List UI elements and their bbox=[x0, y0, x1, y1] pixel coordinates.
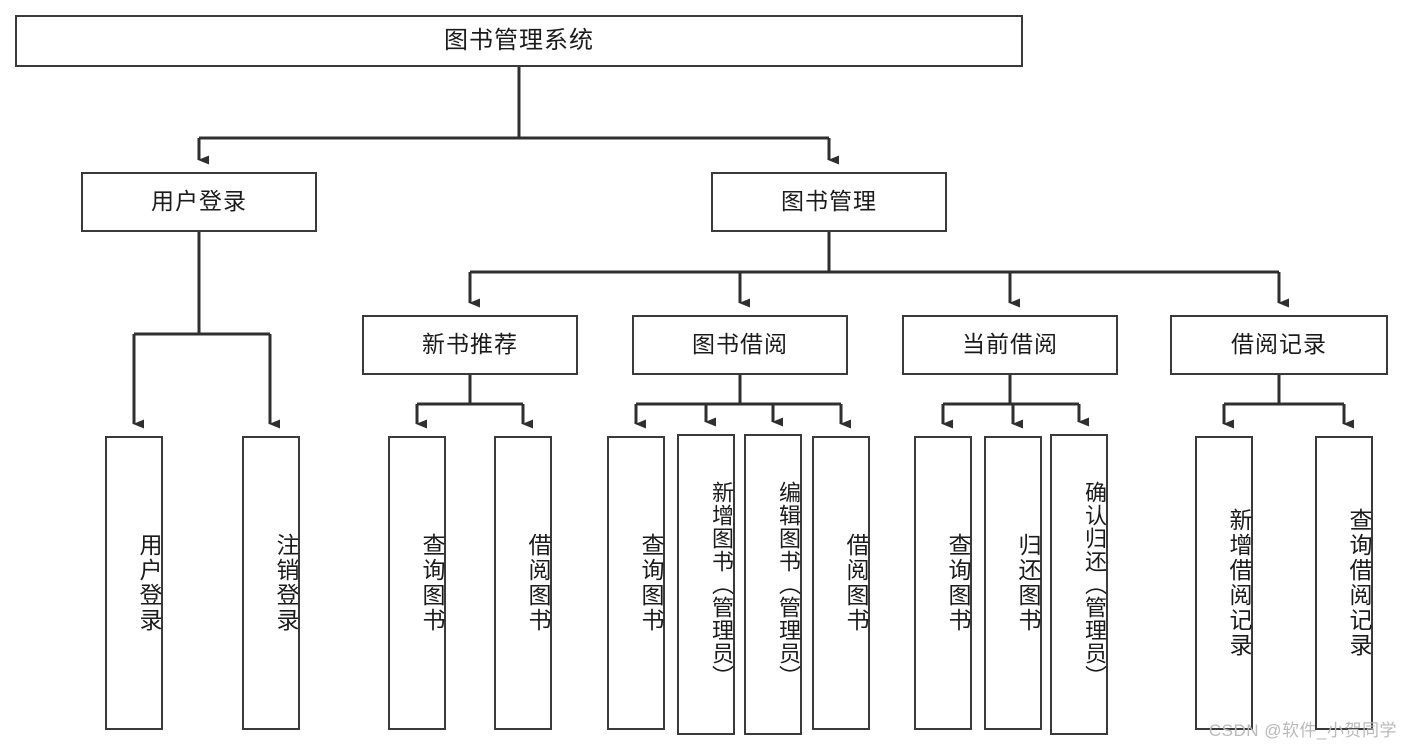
node-label: 图书借阅 bbox=[692, 331, 788, 358]
node-label: 借阅图书 bbox=[843, 533, 869, 633]
node-label: 确认归还（管理员） bbox=[1082, 481, 1107, 688]
node-leaf-user-login[interactable]: 用户登录 bbox=[105, 436, 163, 730]
node-label: 借阅图书 bbox=[525, 533, 551, 633]
node-leaf-query-book-current[interactable]: 查询图书 bbox=[914, 436, 972, 730]
node-label: 新增图书（管理员） bbox=[709, 481, 734, 688]
node-label: 查询借阅记录 bbox=[1346, 508, 1372, 658]
node-label: 查询图书 bbox=[419, 533, 445, 633]
node-leaf-query-borrow-record[interactable]: 查询借阅记录 bbox=[1315, 436, 1373, 730]
node-book-management[interactable]: 图书管理 bbox=[711, 172, 947, 232]
node-label: 注销登录 bbox=[273, 533, 299, 633]
node-book-borrow[interactable]: 图书借阅 bbox=[632, 315, 848, 375]
node-label: 查询图书 bbox=[638, 533, 664, 633]
node-label: 用户登录 bbox=[151, 188, 247, 215]
node-label: 新增借阅记录 bbox=[1226, 508, 1252, 658]
node-leaf-return-book[interactable]: 归还图书 bbox=[984, 436, 1042, 730]
node-leaf-add-borrow-record[interactable]: 新增借阅记录 bbox=[1195, 436, 1253, 730]
node-current-borrow[interactable]: 当前借阅 bbox=[902, 315, 1118, 375]
node-new-book-recommend[interactable]: 新书推荐 bbox=[362, 315, 578, 375]
node-label: 图书管理系统 bbox=[444, 26, 594, 54]
node-leaf-add-book-admin[interactable]: 新增图书（管理员） bbox=[677, 434, 735, 735]
node-leaf-borrow-book-recommend[interactable]: 借阅图书 bbox=[494, 436, 552, 730]
node-leaf-query-book-recommend[interactable]: 查询图书 bbox=[388, 436, 446, 730]
node-label: 归还图书 bbox=[1015, 533, 1041, 633]
node-label: 新书推荐 bbox=[422, 331, 518, 358]
node-root-system[interactable]: 图书管理系统 bbox=[15, 15, 1023, 67]
node-leaf-logout[interactable]: 注销登录 bbox=[242, 436, 300, 730]
node-leaf-query-book-borrow[interactable]: 查询图书 bbox=[607, 436, 665, 730]
node-leaf-borrow-book[interactable]: 借阅图书 bbox=[812, 436, 870, 730]
node-leaf-edit-book-admin[interactable]: 编辑图书（管理员） bbox=[744, 434, 802, 735]
watermark-text: CSDN @软件_小贺同学 bbox=[1208, 721, 1397, 740]
node-leaf-confirm-return-admin[interactable]: 确认归还（管理员） bbox=[1050, 434, 1108, 735]
node-label: 图书管理 bbox=[781, 188, 877, 215]
node-label: 查询图书 bbox=[945, 533, 971, 633]
node-label: 编辑图书（管理员） bbox=[776, 481, 801, 688]
node-borrow-records[interactable]: 借阅记录 bbox=[1170, 315, 1388, 375]
node-user-login[interactable]: 用户登录 bbox=[81, 172, 317, 232]
node-label: 借阅记录 bbox=[1231, 331, 1327, 358]
node-label: 用户登录 bbox=[136, 533, 162, 633]
node-label: 当前借阅 bbox=[962, 331, 1058, 358]
